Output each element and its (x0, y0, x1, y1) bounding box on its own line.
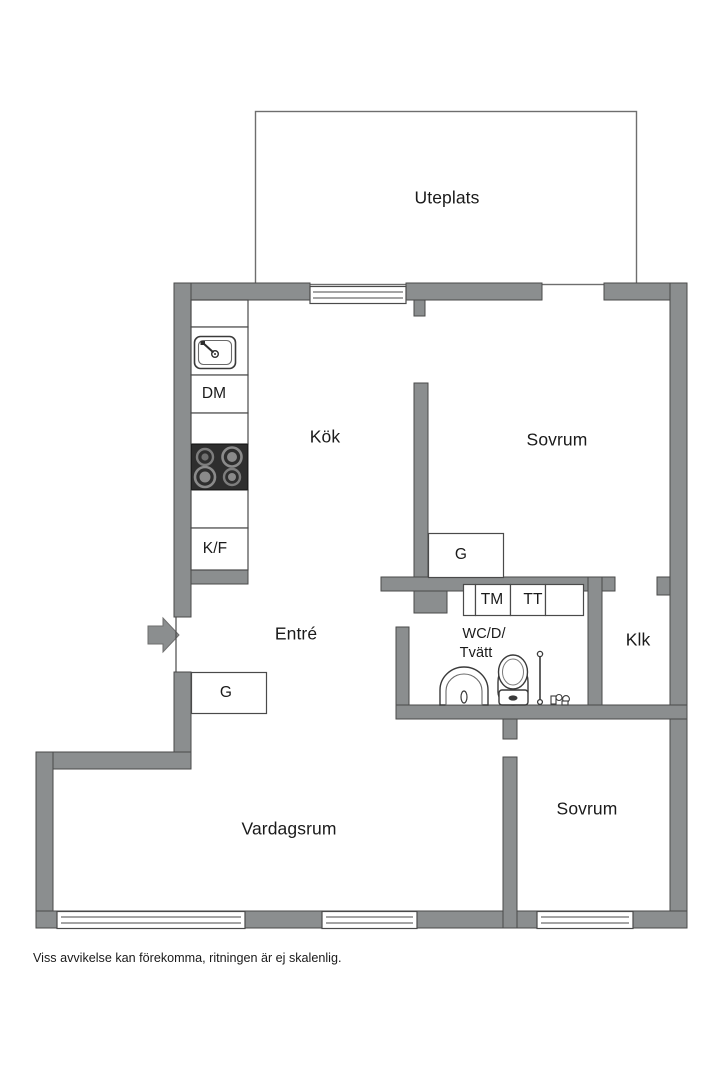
tap-fitting-icon (550, 693, 570, 706)
room-label-sovrum-south: Sovrum (556, 798, 618, 819)
shower-icon (536, 650, 544, 706)
wall-west-living (35, 751, 54, 929)
room-label-entre: Entré (274, 623, 318, 644)
wall-mid-horizontal (395, 704, 688, 720)
wall-kok-sovrum (413, 382, 429, 580)
wall-west-lower (173, 671, 192, 759)
fixture-label-wardrobe-sovrum: G (454, 546, 468, 563)
entrance-arrow-icon (147, 616, 180, 654)
wall-wc-klk (587, 576, 603, 706)
window-living-left (56, 910, 246, 930)
wall-west-upper (173, 282, 192, 618)
wall-vardag-sovrum-stub (502, 718, 518, 740)
cabinet-dishwasher (190, 374, 249, 414)
window-kitchen-north (309, 285, 407, 305)
room-label-wc-line2: Tvätt (459, 645, 493, 661)
cabinet-blank-1 (190, 412, 249, 445)
wall-wc-nw-stub (413, 590, 448, 614)
room-label-uteplats: Uteplats (414, 187, 480, 208)
fixture-label-tumble-dryer: TT (523, 591, 543, 608)
wardrobe-sovrum-box (427, 532, 505, 579)
uteplats-outline (254, 110, 638, 286)
stove-icon (191, 444, 248, 490)
window-living-mid (321, 910, 418, 930)
disclaimer-text: Viss avvikelse kan förekomma, ritningen … (33, 951, 342, 965)
wall-north-mid (405, 282, 543, 301)
toilet-icon (497, 654, 529, 706)
fixture-label-washing-machine: TM (480, 591, 504, 608)
room-label-sovrum-north: Sovrum (526, 429, 588, 450)
wardrobe-entre-box (190, 671, 268, 715)
cabinet-fridge (190, 527, 249, 571)
room-label-wc-line1: WC/D/ (462, 626, 506, 642)
room-label-vardagsrum: Vardagsrum (241, 818, 337, 839)
laundry-cell-tm (474, 583, 512, 617)
wall-north-stub (413, 299, 426, 317)
windows-group (56, 285, 634, 930)
wall-klk-east-stub (656, 576, 671, 596)
room-label-kok: Kök (309, 426, 341, 447)
wall-north-left (173, 282, 311, 301)
fixture-label-fridge-freezer: K/F (202, 540, 228, 557)
wall-wc-west (395, 626, 410, 706)
cabinet-top (190, 299, 249, 328)
room-label-klk: Klk (625, 629, 651, 650)
fixture-label-wardrobe-entre: G (219, 684, 233, 701)
wall-vardag-sovrum (502, 756, 518, 929)
laundry-cell-blank-right (544, 583, 585, 617)
wall-kitchen-south (190, 569, 249, 585)
laundry-cell-blank-left (462, 583, 477, 617)
fixture-label-dishwasher: DM (201, 385, 227, 402)
laundry-cabinet-row (462, 583, 585, 617)
window-sovrum-south (536, 910, 634, 930)
wall-east (669, 282, 688, 929)
cabinet-blank-2 (190, 489, 249, 529)
wall-group (35, 282, 688, 929)
kitchen-cabinet-run (190, 299, 249, 571)
sink-icon (193, 335, 237, 370)
wall-west-jog (35, 751, 192, 770)
washbasin-icon (439, 666, 489, 706)
